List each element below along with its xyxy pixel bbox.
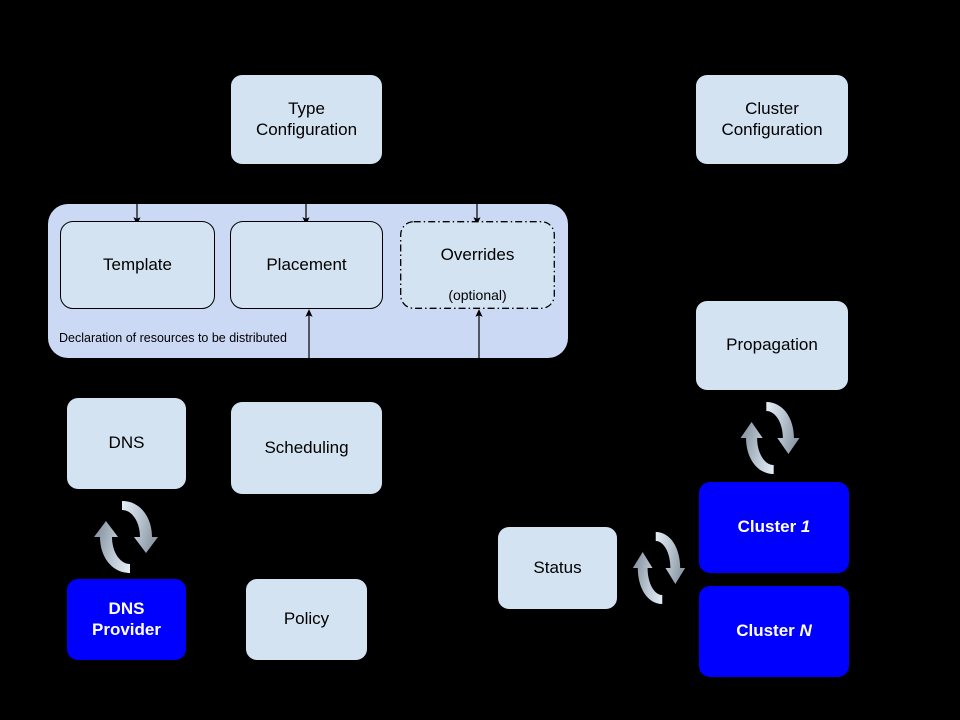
node-type-configuration[interactable]: Type Configuration: [231, 75, 382, 164]
node-template-label: Template: [103, 254, 172, 274]
node-propagation-label: Propagation: [726, 335, 818, 355]
node-type-configuration-label: Type Configuration: [255, 99, 358, 139]
node-dns-provider-label: DNS Provider: [92, 599, 161, 639]
node-cluster-n-prefix: Cluster: [736, 621, 800, 641]
node-overrides[interactable]: Overrides (optional): [400, 221, 555, 309]
node-scheduling[interactable]: Scheduling: [231, 402, 382, 494]
node-placement[interactable]: Placement: [230, 221, 383, 309]
node-status[interactable]: Status: [498, 527, 617, 609]
node-dns-label: DNS: [108, 433, 145, 453]
node-cluster-1-suffix: 1: [800, 517, 811, 537]
node-cluster-n-text: Cluster N: [699, 621, 849, 641]
node-placement-label: Placement: [266, 254, 347, 274]
node-cluster-configuration-label: Cluster Configuration: [721, 99, 823, 139]
node-overrides-text: Overrides (optional): [400, 225, 555, 305]
container-caption: Declaration of resources to be distribut…: [59, 331, 287, 345]
node-overrides-label: Overrides: [440, 244, 515, 264]
node-cluster-configuration[interactable]: Cluster Configuration: [696, 75, 848, 164]
node-dns[interactable]: DNS: [67, 398, 186, 489]
sync-arrows-icon-status: [628, 528, 690, 608]
sync-arrows-icon-dns: [88, 497, 164, 577]
node-policy[interactable]: Policy: [246, 579, 367, 660]
sync-arrows-icon-propagation: [735, 398, 805, 478]
node-cluster-n[interactable]: Cluster N: [699, 586, 849, 677]
node-dns-provider[interactable]: DNS Provider: [67, 579, 186, 660]
node-policy-label: Policy: [283, 609, 330, 629]
node-status-label: Status: [533, 557, 582, 577]
node-cluster-1-prefix: Cluster: [737, 517, 801, 537]
node-cluster-1-text: Cluster 1: [699, 517, 849, 537]
node-propagation[interactable]: Propagation: [696, 301, 848, 390]
node-cluster-1[interactable]: Cluster 1: [699, 482, 849, 573]
node-cluster-n-suffix: N: [799, 621, 812, 641]
node-template[interactable]: Template: [60, 221, 215, 309]
node-scheduling-label: Scheduling: [264, 437, 349, 457]
node-overrides-sublabel: (optional): [448, 287, 507, 304]
